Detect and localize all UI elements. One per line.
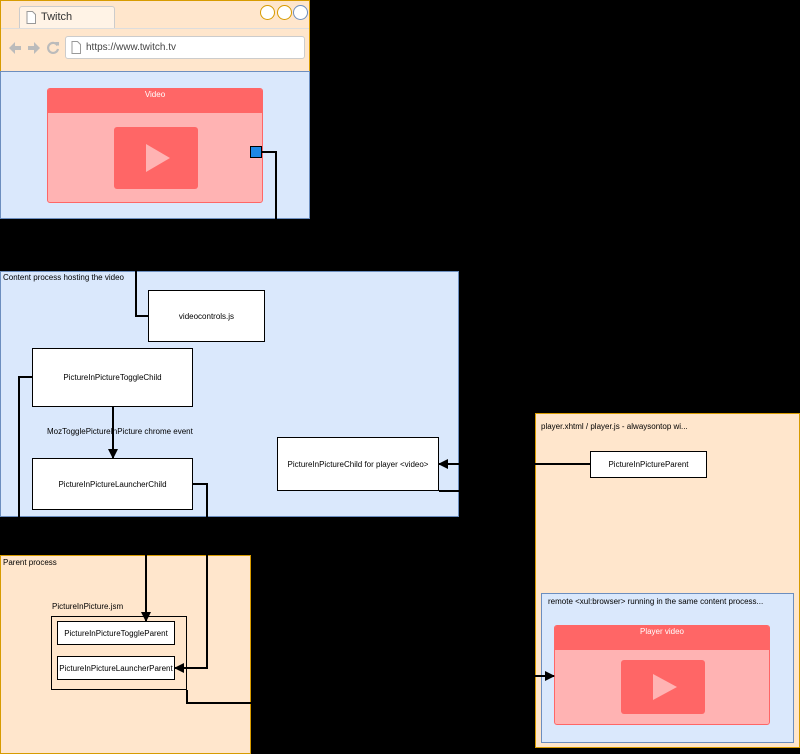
play-icon <box>146 144 170 172</box>
jsm-to-remote <box>186 690 251 704</box>
play-button[interactable] <box>114 127 198 189</box>
launcher-child-box: PictureInPictureLauncherChild <box>32 458 193 510</box>
player-video-element[interactable]: Player video <box>554 625 770 725</box>
forward-arrow-icon[interactable] <box>27 41 41 55</box>
toggle-child-box: PictureInPictureToggleChild <box>32 348 193 407</box>
anchor-to-videocontrols <box>135 151 277 317</box>
maximize-icon[interactable] <box>277 5 292 20</box>
jsm-label: PictureInPicture.jsm <box>52 602 124 611</box>
tab-title: Twitch <box>41 11 73 23</box>
player-play-button[interactable] <box>621 660 705 714</box>
document-icon <box>26 11 36 24</box>
player-window-label: player.xhtml / player.js - alwaysontop w… <box>541 422 688 431</box>
launcher-child-label: PictureInPictureLauncherChild <box>58 479 167 489</box>
launcher-parent-label: PictureInPictureLauncherParent <box>59 663 173 673</box>
url-text: https://www.twitch.tv <box>86 42 177 53</box>
launcher-child-to-parent <box>174 483 208 673</box>
pip-parent-label: PictureInPictureParent <box>608 460 689 469</box>
toggle-child-to-parent <box>18 376 32 555</box>
close-icon[interactable] <box>293 5 308 20</box>
video-element[interactable]: Video <box>47 88 263 203</box>
browser-window: Twitch https://www.twitch.tv <box>0 0 310 72</box>
page-icon <box>71 41 81 54</box>
pip-parent-box: PictureInPictureParent <box>590 451 707 478</box>
back-arrow-icon[interactable] <box>8 41 22 55</box>
pip-child-box: PictureInPictureChild for player <video> <box>277 437 439 491</box>
content-process-label: Content process hosting the video <box>3 273 124 282</box>
toggle-child-label: PictureInPictureToggleChild <box>63 373 162 382</box>
launcher-parent-box: PictureInPictureLauncherParent <box>57 656 175 680</box>
videocontrols-label: videocontrols.js <box>178 311 235 321</box>
toggle-parent-box: PictureInPictureToggleParent <box>57 621 175 645</box>
nav-bar <box>1 28 309 29</box>
parent-process-label: Parent process <box>3 558 57 567</box>
video-title: Video <box>48 89 262 113</box>
event-label: MozTogglePictureInPicture chrome event <box>47 427 193 436</box>
reload-icon[interactable] <box>46 41 60 55</box>
pip-child-label: PictureInPictureChild for player <video> <box>287 459 429 469</box>
remote-browser-label: remote <xul:browser> running in the same… <box>548 597 764 606</box>
browser-tab[interactable]: Twitch <box>19 6 115 28</box>
play-icon <box>653 674 677 700</box>
player-video-title: Player video <box>555 626 769 650</box>
minimize-icon[interactable] <box>260 5 275 20</box>
toggle-parent-label: PictureInPictureToggleParent <box>64 628 168 638</box>
address-bar[interactable]: https://www.twitch.tv <box>65 36 305 59</box>
videocontrols-box: videocontrols.js <box>148 290 265 342</box>
video-anchor <box>250 146 262 158</box>
